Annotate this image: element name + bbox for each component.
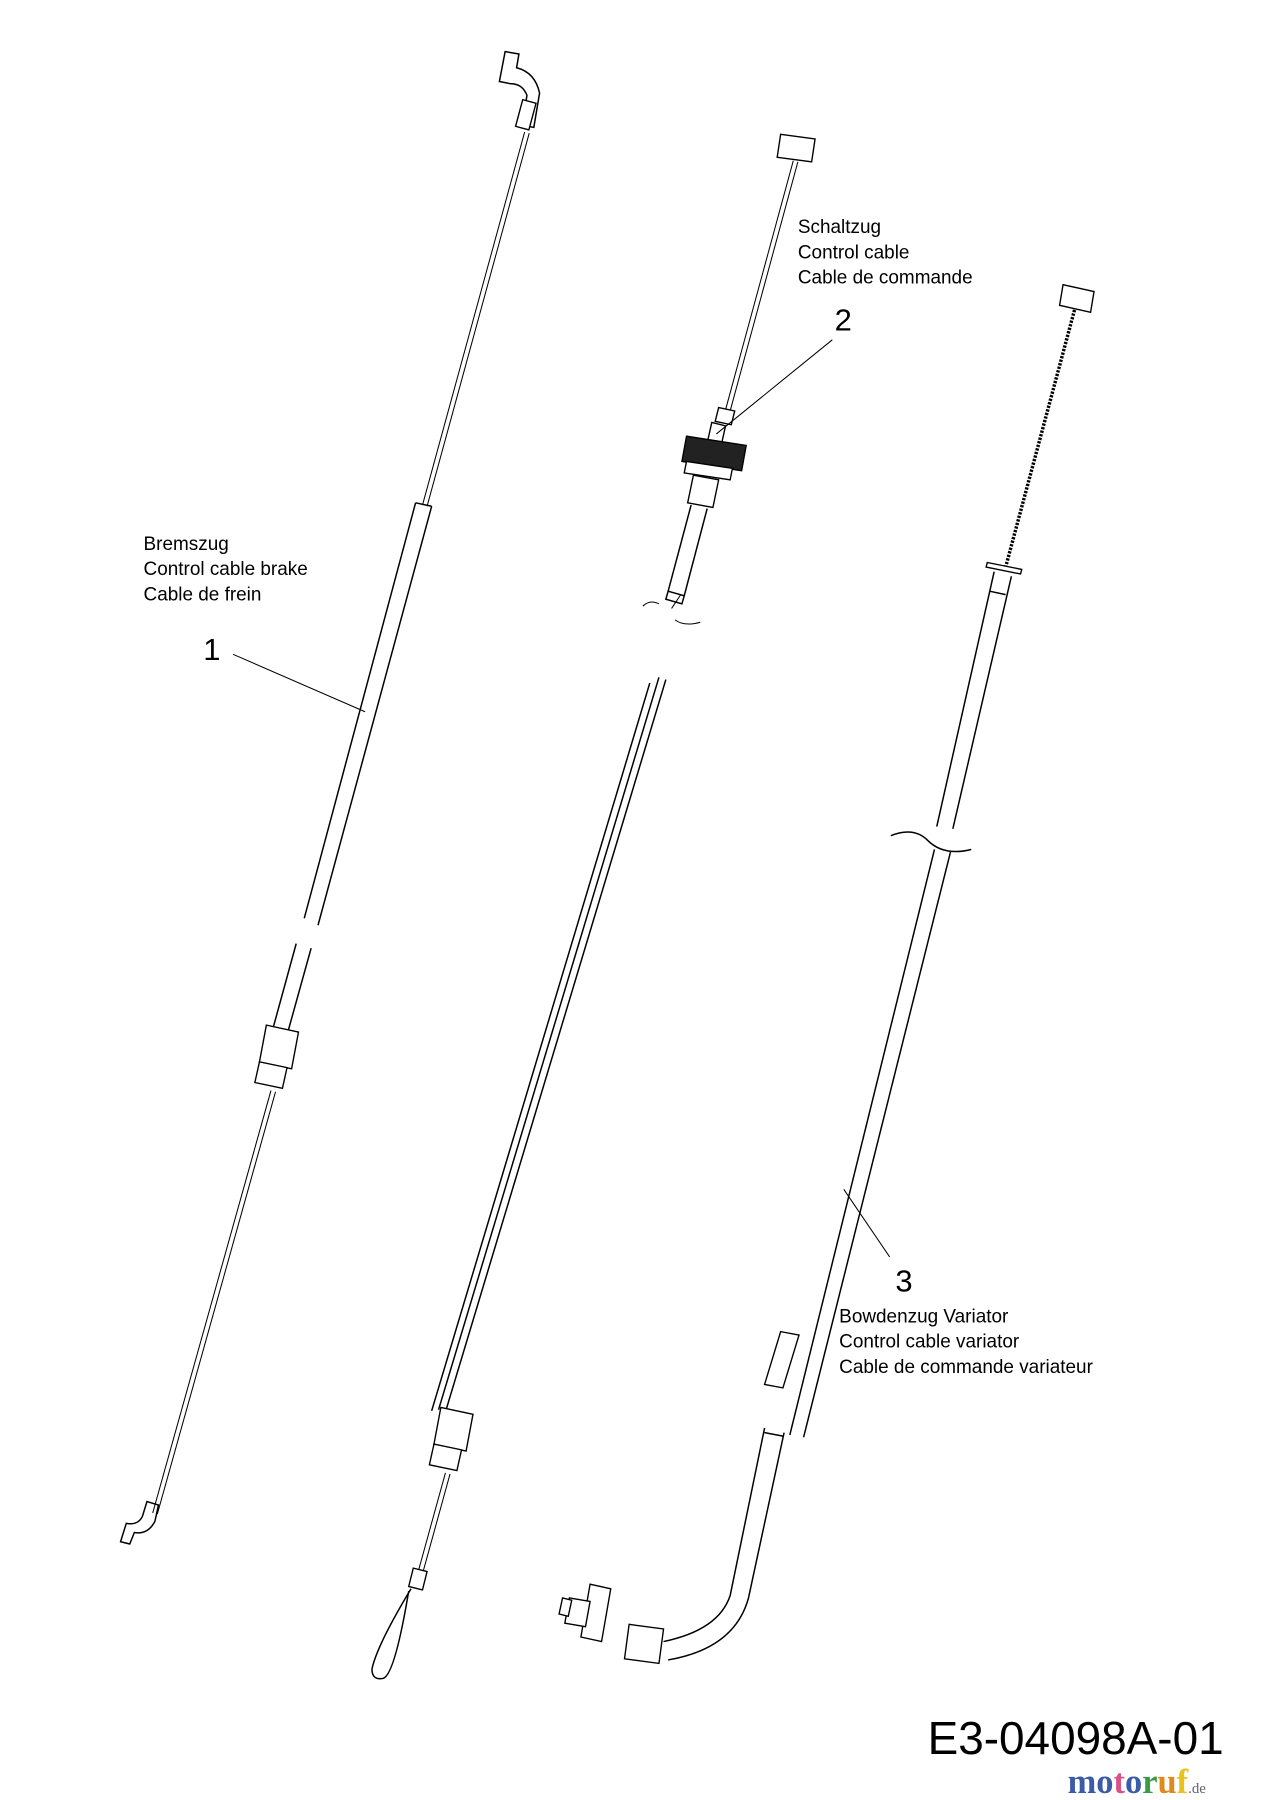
part-3-label-en: Control cable variator bbox=[839, 1332, 1019, 1353]
leader-line-2 bbox=[716, 339, 833, 435]
part-3-number: 3 bbox=[895, 1263, 912, 1298]
part-2-label-en: Control cable bbox=[798, 242, 910, 263]
part-2-label-de: Schaltzug bbox=[798, 217, 881, 238]
part-3-label-fr: Cable de commande variateur bbox=[839, 1357, 1093, 1378]
leader-line-3 bbox=[843, 1188, 891, 1258]
watermark-letter: r bbox=[1142, 1763, 1157, 1800]
part-1-label-fr: Cable de frein bbox=[144, 584, 262, 605]
control-cable-2 bbox=[371, 133, 816, 1680]
variator-cable-3 bbox=[558, 283, 1095, 1665]
watermark-letter: o bbox=[1125, 1763, 1142, 1800]
watermark-letter: t bbox=[1114, 1763, 1126, 1800]
part-2-number: 2 bbox=[835, 303, 852, 338]
watermark-letter: u bbox=[1158, 1763, 1177, 1800]
watermark-letter: f bbox=[1177, 1763, 1189, 1800]
part-1-label-en: Control cable brake bbox=[144, 559, 308, 580]
part-1-label-de: Bremszug bbox=[144, 534, 229, 555]
watermark-letter: o bbox=[1096, 1763, 1113, 1800]
watermark-letter: m bbox=[1068, 1763, 1097, 1800]
motoruf-watermark-logo: motoruf.de bbox=[1068, 1763, 1207, 1800]
part-3-label-de: Bowdenzug Variator bbox=[839, 1306, 1008, 1327]
watermark-suffix: .de bbox=[1188, 1781, 1206, 1797]
drawing-code: E3-04098A-01 bbox=[928, 1712, 1224, 1764]
brake-cable-1 bbox=[119, 50, 541, 1545]
part-1-number: 1 bbox=[203, 632, 220, 667]
leader-line-1 bbox=[232, 653, 366, 713]
part-2-label-fr: Cable de commande bbox=[798, 268, 973, 289]
